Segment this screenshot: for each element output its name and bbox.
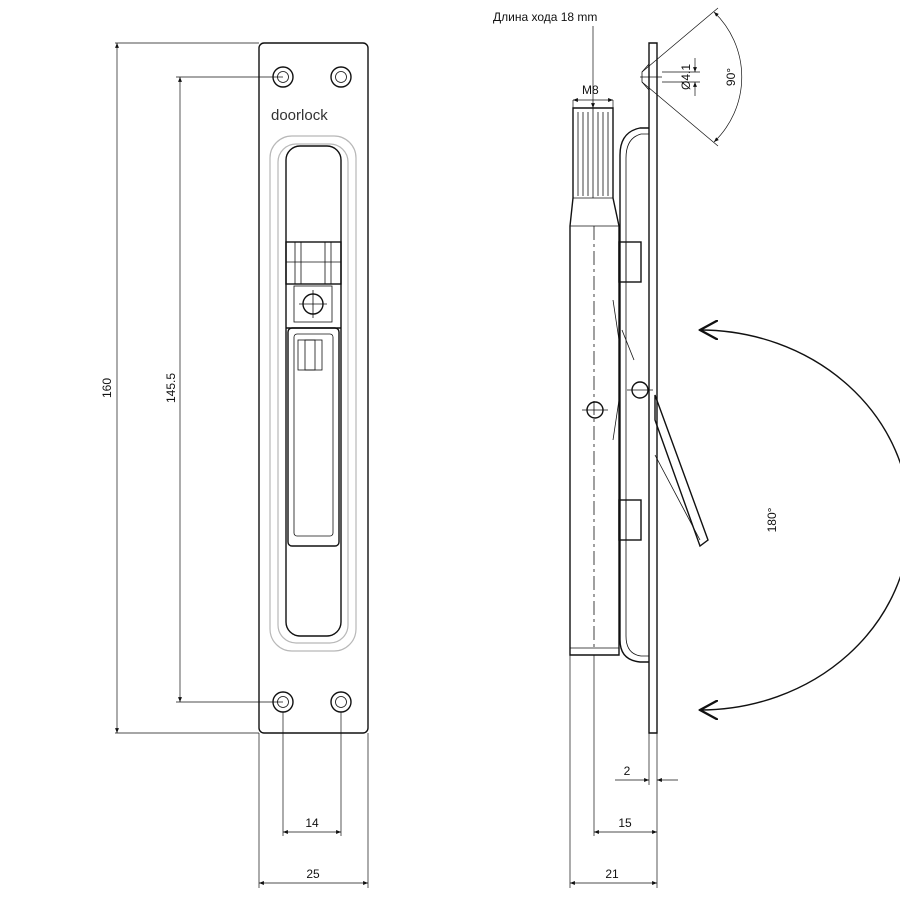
dim-hole-spacing-vertical: 145.5 — [164, 373, 178, 403]
guide-block-lower — [618, 499, 642, 541]
lever-handle — [286, 327, 341, 547]
dim-width-total: 25 — [306, 867, 320, 881]
front-view: doorlock — [258, 42, 369, 734]
front-dimensions: 160 145.5 14 25 — [100, 42, 369, 888]
dim-depth-total: 21 — [605, 867, 619, 881]
side-face-plate — [648, 42, 658, 734]
side-cup-body — [619, 127, 649, 663]
dim-bolt-offset: 15 — [618, 816, 632, 830]
lever-rotation-label: 180° — [765, 507, 779, 532]
mounting-hole-bottom-right — [330, 691, 352, 713]
stroke-length-label: Длина хода 18 mm — [493, 10, 597, 24]
face-plate — [258, 42, 369, 734]
pivot-rivet — [293, 285, 333, 323]
thread-label: M8 — [582, 83, 599, 97]
guide-block-upper — [618, 241, 642, 283]
side-dimensions: Длина хода 18 mm M8 Ø4.1 90° 180° 2 15 — [493, 7, 900, 888]
dim-hole-spacing-horizontal: 14 — [305, 816, 319, 830]
recess-outline-outer — [269, 135, 357, 652]
recess-outline-inner — [277, 143, 349, 644]
dim-plate-thickness: 2 — [624, 764, 631, 778]
side-view — [569, 42, 709, 734]
brand-logo: doorlock — [271, 107, 328, 124]
bolt-rod — [569, 107, 620, 656]
lever-rotation-arc — [700, 330, 900, 710]
bolt-slider — [285, 241, 342, 285]
countersink-angle-label: 90° — [724, 68, 738, 86]
pocket — [285, 145, 342, 637]
mounting-hole-top-right — [330, 66, 352, 88]
hole-diameter-label: Ø4.1 — [679, 64, 693, 90]
dim-height-total: 160 — [100, 378, 114, 398]
